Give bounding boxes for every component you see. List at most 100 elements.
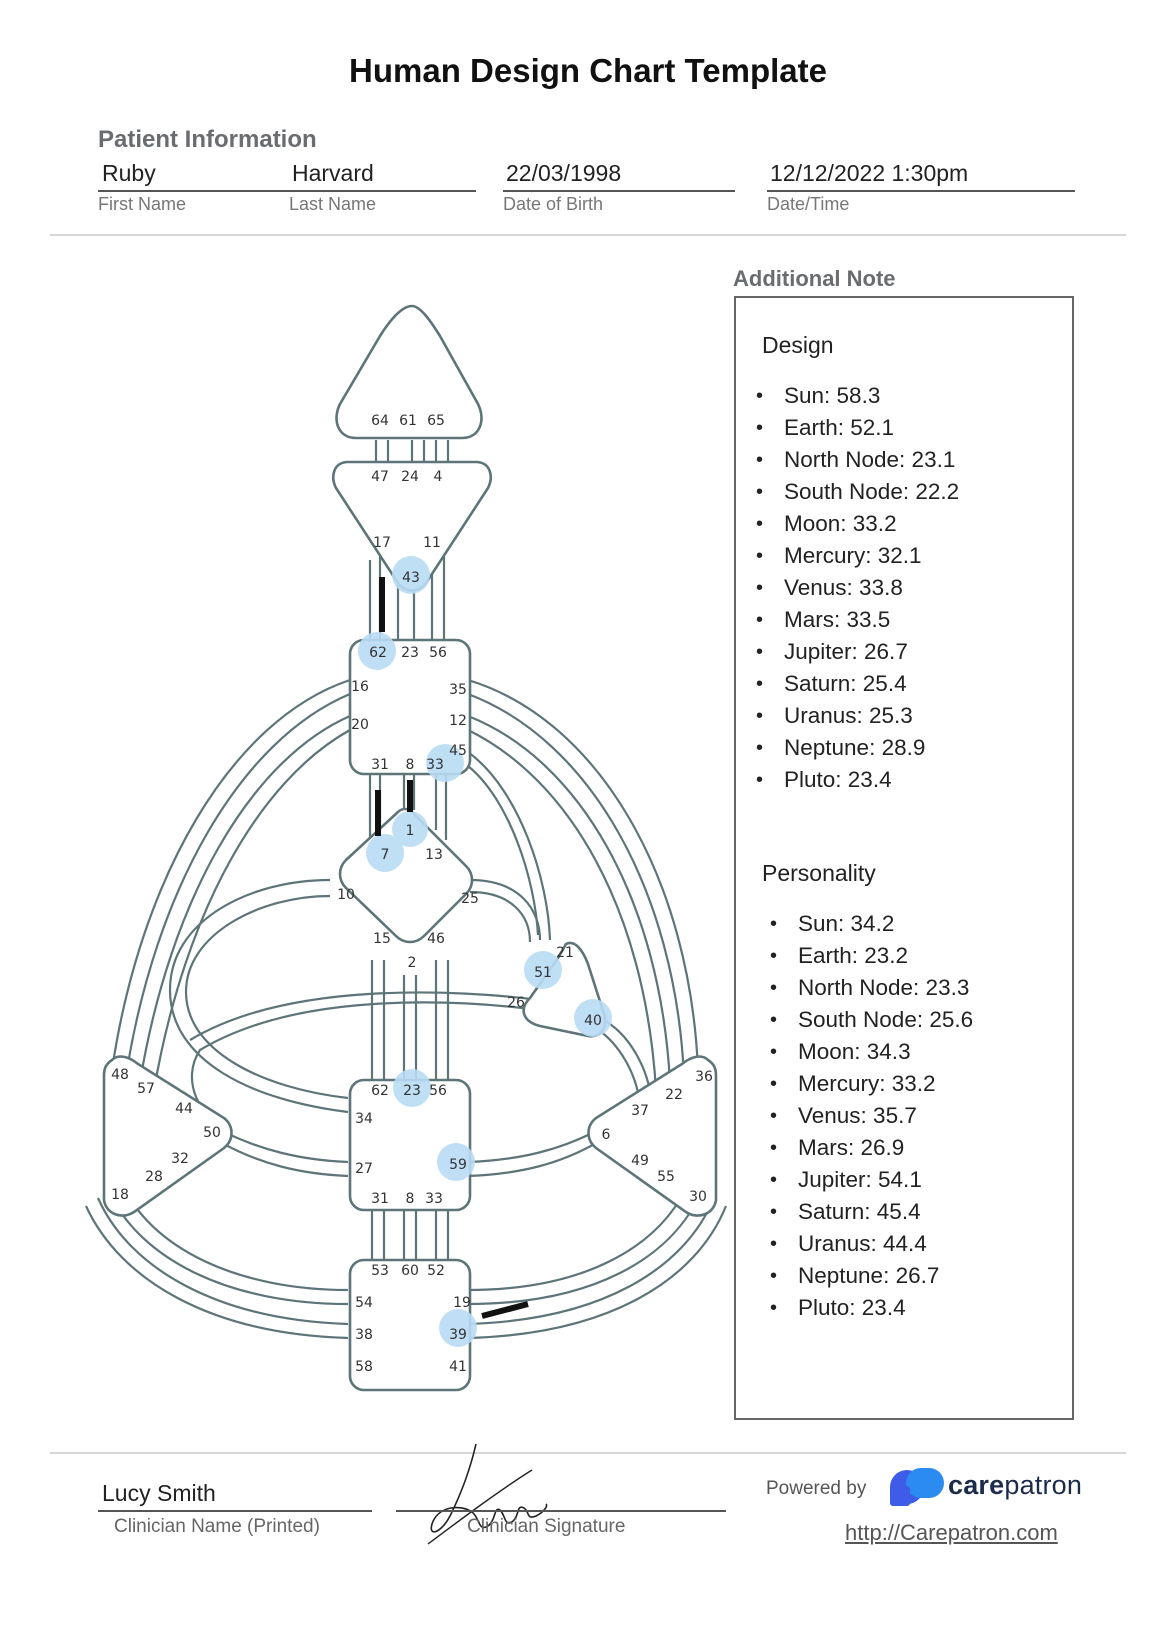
gate-28-label: 28 — [145, 1169, 163, 1185]
highlight-gate-62 — [358, 632, 396, 670]
spleen-center — [102, 1055, 233, 1217]
brand-bold: care — [948, 1470, 1005, 1500]
gate-10-label: 10 — [337, 887, 355, 903]
head-center — [335, 304, 483, 440]
datetime-underline — [767, 190, 1075, 192]
gate-31-label: 31 — [371, 757, 389, 773]
personality-item: Pluto: 23.4 — [770, 1292, 973, 1324]
gate-40-label: 40 — [584, 1013, 602, 1029]
brand-rest: patron — [1004, 1470, 1083, 1500]
highlight-gate-33 — [426, 744, 464, 782]
design-item: Mars: 33.5 — [756, 604, 959, 636]
gate-35-label: 35 — [449, 682, 467, 698]
last-name-label: Last Name — [289, 194, 377, 214]
personality-list: Sun: 34.2Earth: 23.2North Node: 23.3Sout… — [770, 908, 973, 1324]
dob-value[interactable]: 22/03/1998 — [506, 160, 622, 186]
gate-1-label: 1 — [406, 823, 415, 839]
clinician-name-value[interactable]: Lucy Smith — [102, 1480, 216, 1506]
name-underline — [98, 190, 476, 192]
gate-25-label: 25 — [461, 891, 479, 907]
personality-item: Mars: 26.9 — [770, 1132, 973, 1164]
datetime-value[interactable]: 12/12/2022 1:30pm — [770, 160, 969, 186]
highlight-gate-39 — [439, 1309, 477, 1347]
highlight-gate-23 — [393, 1069, 431, 1107]
gate-32-label: 32 — [171, 1151, 189, 1167]
design-list: Sun: 58.3Earth: 52.1North Node: 23.1Sout… — [756, 380, 959, 796]
gate-64-label: 64 — [371, 413, 389, 429]
design-item: Sun: 58.3 — [756, 380, 959, 412]
personality-item: Moon: 34.3 — [770, 1036, 973, 1068]
personality-heading: Personality — [762, 860, 876, 886]
dob-label: Date of Birth — [503, 194, 604, 214]
gate-44-label: 44 — [175, 1101, 193, 1117]
highlight-gate-40 — [574, 999, 612, 1037]
personality-item: Earth: 23.2 — [770, 940, 973, 972]
signature-label: Clinician Signature — [467, 1516, 626, 1537]
gate-45-label: 45 — [449, 743, 467, 759]
design-item: North Node: 23.1 — [756, 444, 959, 476]
design-item: Jupiter: 26.7 — [756, 636, 959, 668]
gate-43-label: 43 — [402, 570, 420, 586]
gate-52-label: 52 — [427, 1263, 445, 1279]
gate-60-label: 60 — [401, 1263, 419, 1279]
powered-by-text: Powered by — [766, 1478, 867, 1499]
gate-37-label: 37 — [631, 1103, 649, 1119]
gate-39-label: 39 — [449, 1327, 467, 1343]
gate-65-label: 65 — [427, 413, 445, 429]
header-separator — [50, 234, 1126, 236]
personality-item: Saturn: 45.4 — [770, 1196, 973, 1228]
clinician-name-label: Clinician Name (Printed) — [114, 1516, 320, 1537]
gate-41-label: 41 — [449, 1359, 467, 1375]
gate-56-label: 56 — [429, 645, 447, 661]
gate-8-label: 8 — [406, 757, 415, 773]
gate-31-label: 31 — [371, 1191, 389, 1207]
design-heading: Design — [762, 332, 834, 358]
gate-22-label: 22 — [665, 1087, 683, 1103]
first-name-label: First Name — [98, 194, 187, 214]
last-name-value[interactable]: Harvard — [292, 160, 374, 186]
additional-note-heading: Additional Note — [733, 266, 896, 291]
gate-12-label: 12 — [449, 713, 467, 729]
personality-item: Sun: 34.2 — [770, 908, 973, 940]
design-item: Saturn: 25.4 — [756, 668, 959, 700]
design-item: Venus: 33.8 — [756, 572, 959, 604]
carepatron-link[interactable]: http://Carepatron.com — [845, 1520, 1058, 1545]
highlight-gate-7 — [366, 834, 404, 872]
personality-item: Venus: 35.7 — [770, 1100, 973, 1132]
first-name-value[interactable]: Ruby — [102, 160, 156, 186]
additional-note-box: Design Sun: 58.3Earth: 52.1North Node: 2… — [734, 296, 1074, 1420]
gate-2-label: 2 — [408, 955, 417, 971]
gate-19-label: 19 — [453, 1295, 471, 1311]
gate-21-label: 21 — [556, 945, 574, 961]
solar-plexus-center — [587, 1055, 718, 1217]
gate-24-label: 24 — [401, 469, 419, 485]
carepatron-wordmark: carepatron — [948, 1470, 1082, 1501]
gate-20-label: 20 — [351, 717, 369, 733]
gate-23-label: 23 — [401, 645, 419, 661]
gate-62-label: 62 — [371, 1083, 389, 1099]
gate-33-label: 33 — [426, 757, 444, 773]
gate-38-label: 38 — [355, 1327, 373, 1343]
gate-13-label: 13 — [425, 847, 443, 863]
gate-16-label: 16 — [351, 679, 369, 695]
gate-48-label: 48 — [111, 1067, 129, 1083]
design-item: Pluto: 23.4 — [756, 764, 959, 796]
highlight-gate-51 — [524, 951, 562, 989]
clinician-signature-image[interactable] — [420, 1440, 560, 1550]
gate-54-label: 54 — [355, 1295, 373, 1311]
gate-34-label: 34 — [355, 1111, 373, 1127]
highlight-gate-59 — [437, 1143, 475, 1181]
gate-47-label: 47 — [371, 469, 389, 485]
gate-23-label: 23 — [403, 1083, 421, 1099]
highlight-gate-43 — [392, 556, 430, 594]
highlight-gate-1 — [392, 811, 428, 847]
throat-center — [348, 638, 472, 776]
gate-30-label: 30 — [689, 1189, 707, 1205]
footer-separator — [50, 1452, 1126, 1454]
design-item: Mercury: 32.1 — [756, 540, 959, 572]
gate-61-label: 61 — [399, 413, 417, 429]
design-item: Neptune: 28.9 — [756, 732, 959, 764]
design-item: Uranus: 25.3 — [756, 700, 959, 732]
